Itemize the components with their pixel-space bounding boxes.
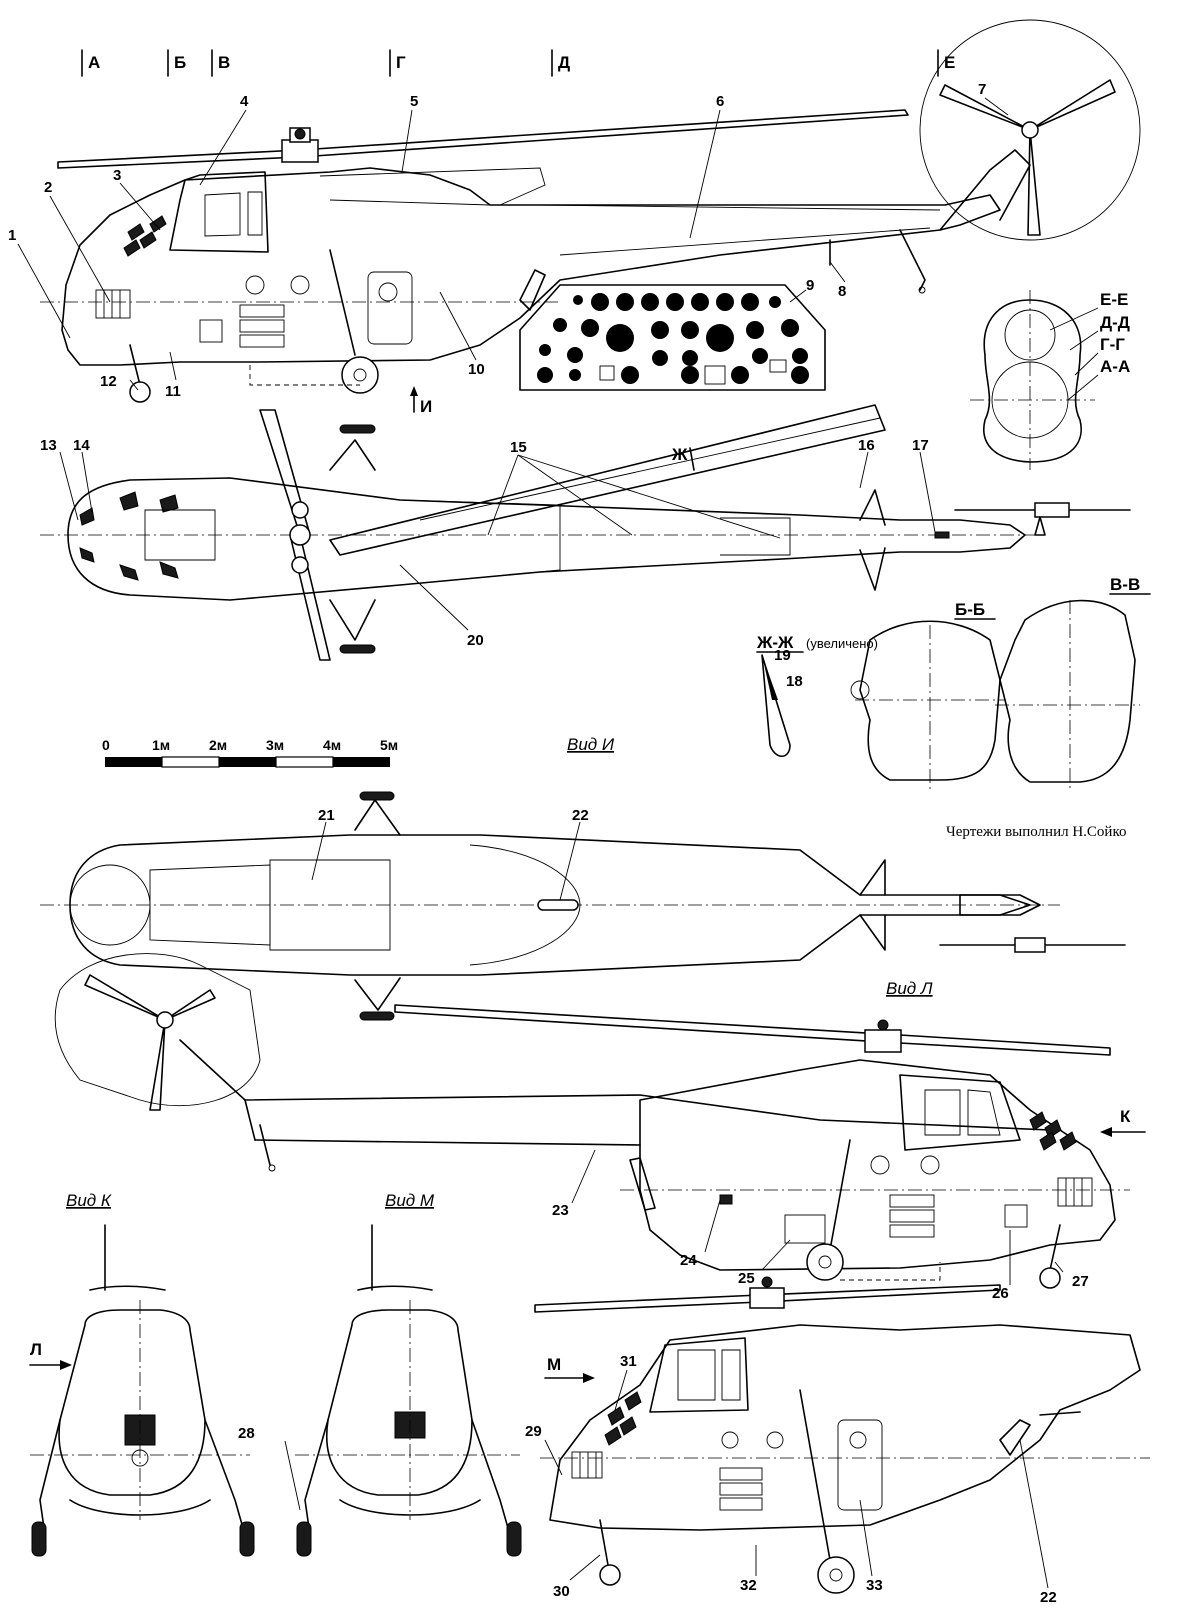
side-view-left <box>40 19 1141 403</box>
section-label-gg: Г-Г <box>1100 335 1125 354</box>
callouts: 1 2 3 4 5 6 7 8 9 10 11 12 13 14 15 16 1… <box>8 81 1089 1606</box>
callout-24: 24 <box>680 1252 697 1269</box>
scale-tick-4: 4м <box>323 737 341 753</box>
section-label-bb: Б-Б <box>955 600 985 619</box>
callout-7: 7 <box>978 81 986 98</box>
callout-8: 8 <box>838 283 846 300</box>
callout-19: 19 <box>774 647 791 664</box>
section-markers: А Б В Г Д Е <box>81 49 955 77</box>
section-label-dd: Д-Д <box>1100 313 1130 332</box>
arrow-i: И <box>410 386 432 416</box>
view-k-front: Вид К Л <box>29 1191 255 1557</box>
callout-25: 25 <box>738 1270 755 1287</box>
callout-20: 20 <box>467 632 484 649</box>
section-marker-a: А <box>88 53 100 72</box>
callout-12: 12 <box>100 373 117 390</box>
callout-leaders <box>17 97 1064 1589</box>
callout-31: 31 <box>620 1353 637 1370</box>
scale-tick-2: 2м <box>209 737 227 753</box>
section-label-zhzh-note: (увеличено) <box>806 636 878 651</box>
section-label-aa: А-А <box>1100 357 1130 376</box>
callout-21: 21 <box>318 807 335 824</box>
callout-32: 32 <box>740 1577 757 1594</box>
callout-23: 23 <box>552 1202 569 1219</box>
scale-tick-0: 0 <box>102 737 110 753</box>
section-marker-e: Е <box>944 53 955 72</box>
callout-30: 30 <box>553 1583 570 1600</box>
arrow-letter-m: М <box>547 1355 561 1374</box>
callout-15: 15 <box>510 439 527 456</box>
callout-18: 18 <box>786 673 803 690</box>
callout-27: 27 <box>1072 1273 1089 1290</box>
section-marker-g: Г <box>396 53 406 72</box>
top-view: Ж <box>40 404 1131 661</box>
callout-2: 2 <box>44 179 52 196</box>
view-m-front: Вид М <box>295 1191 522 1557</box>
view-label-m: Вид М <box>385 1191 435 1210</box>
view-label-l: Вид Л <box>886 979 933 998</box>
scale-tick-1: 1м <box>152 737 170 753</box>
callout-17: 17 <box>912 437 929 454</box>
callout-9: 9 <box>806 277 814 294</box>
callout-14: 14 <box>73 437 90 454</box>
callout-26: 26 <box>992 1285 1009 1302</box>
callout-10: 10 <box>468 361 485 378</box>
callout-5: 5 <box>410 93 418 110</box>
arrow-letter-i: И <box>420 397 432 416</box>
callout-22-second: 22 <box>1040 1589 1057 1606</box>
section-label-zh: Ж <box>671 445 688 464</box>
section-outlines-bv: Б-Б В-В Ж-Ж (увеличено) <box>756 575 1151 790</box>
section-outlines-egda: Е-Е Д-Д Г-Г А-А <box>970 290 1130 470</box>
arrow-letter-l: Л <box>30 1340 42 1359</box>
arrow-letter-k: К <box>1120 1107 1131 1126</box>
scale-tick-5: 5м <box>380 737 398 753</box>
callout-29: 29 <box>525 1423 542 1440</box>
callout-1: 1 <box>8 227 16 244</box>
credit-text: Чертежи выполнил Н.Сойко <box>946 824 1126 840</box>
section-label-vv: В-В <box>1110 575 1140 594</box>
callout-28: 28 <box>238 1425 255 1442</box>
instrument-panel <box>519 284 826 391</box>
callout-16: 16 <box>858 437 875 454</box>
view-l-side: Вид Л <box>54 953 1146 1289</box>
callout-13: 13 <box>40 437 57 454</box>
view-label-k: Вид К <box>66 1191 112 1210</box>
callout-3: 3 <box>113 167 121 184</box>
callout-33: 33 <box>866 1577 883 1594</box>
side-view-bottom: М <box>534 1276 1150 1594</box>
scale-tick-3: 3м <box>266 737 284 753</box>
section-label-zhzh: Ж-Ж <box>756 633 794 652</box>
section-label-ee: Е-Е <box>1100 290 1128 309</box>
section-marker-b: Б <box>174 53 186 72</box>
callout-22: 22 <box>572 807 589 824</box>
section-marker-d: Д <box>558 53 570 72</box>
section-marker-v: В <box>218 53 230 72</box>
callout-4: 4 <box>240 93 249 110</box>
view-i-bottom <box>40 791 1126 1021</box>
scale-bar: 0 1м 2м 3м 4м 5м <box>102 737 398 768</box>
view-label-i: Вид И <box>567 735 615 754</box>
callout-11: 11 <box>165 383 181 400</box>
callout-6: 6 <box>716 93 724 110</box>
